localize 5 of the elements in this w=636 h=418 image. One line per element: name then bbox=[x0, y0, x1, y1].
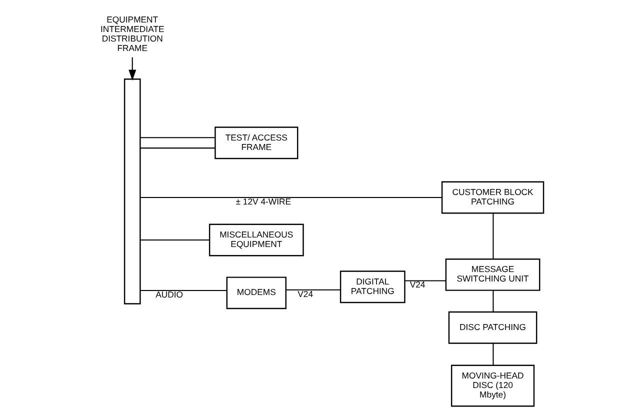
edge-label: ± 12V 4-WIRE bbox=[236, 196, 291, 206]
edge-label: V24 bbox=[298, 288, 314, 299]
edge-label: AUDIO bbox=[156, 289, 184, 300]
node-text: EQUIPMENT INTERMEDIATE DISTRIBUTION FRAME bbox=[100, 14, 164, 53]
edge-label: V24 bbox=[410, 280, 426, 290]
